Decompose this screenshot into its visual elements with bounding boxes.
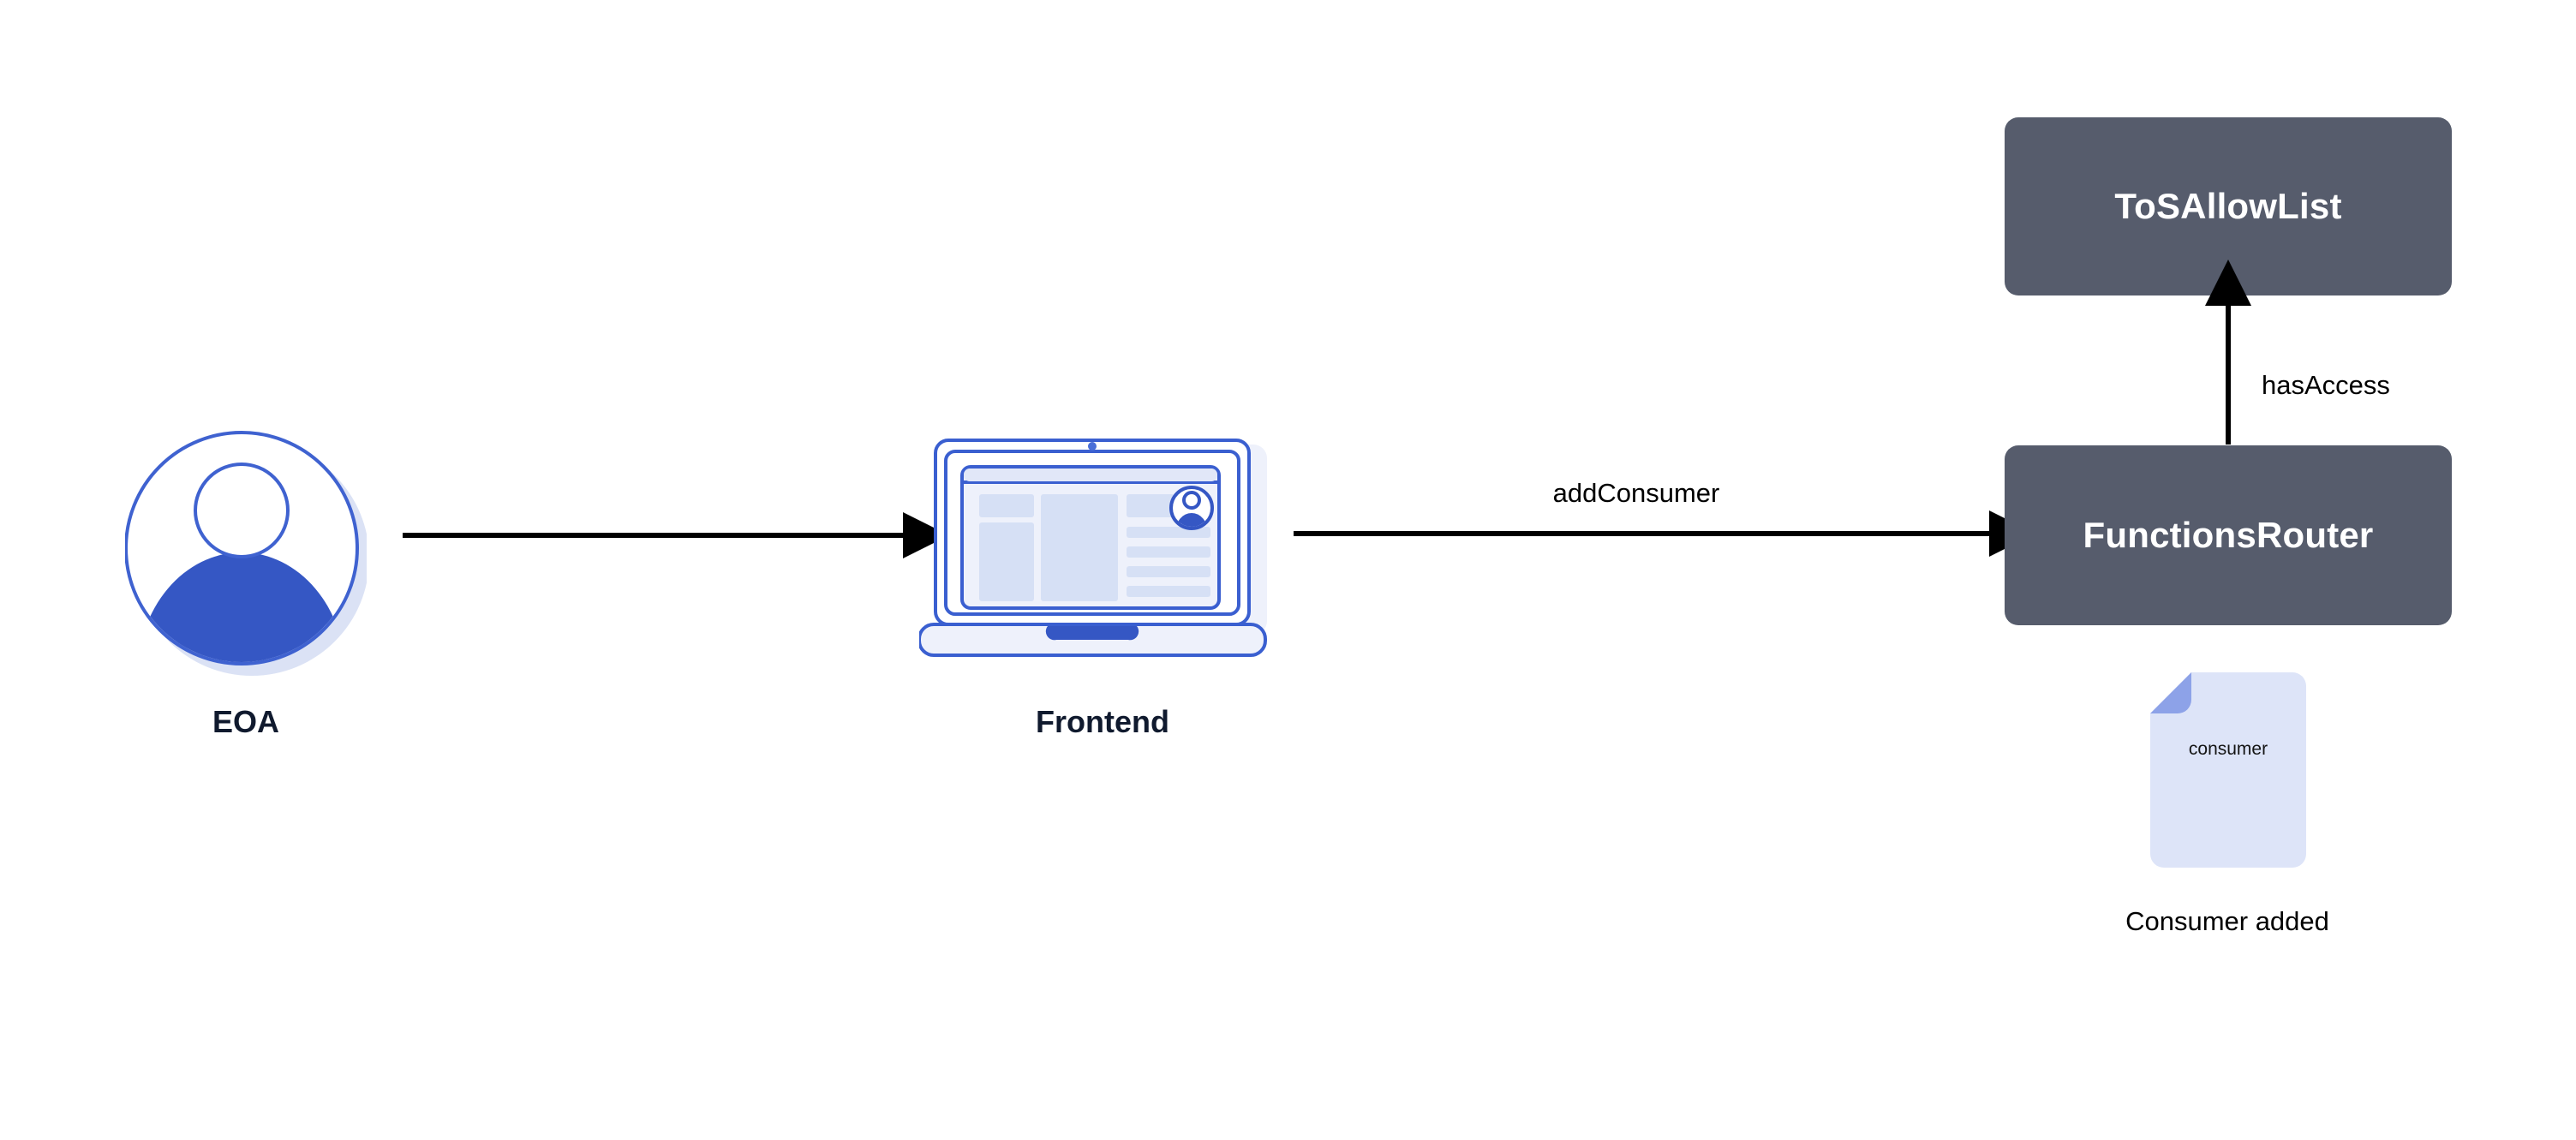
- node-tos-allow-list-label: ToSAllowList: [2114, 185, 2342, 226]
- frontend-caption: Frontend: [1036, 704, 1169, 739]
- node-functions-router[interactable]: FunctionsRouter: [2005, 445, 2452, 625]
- eoa-node[interactable]: [124, 428, 369, 677]
- node-functions-router-label: FunctionsRouter: [2083, 514, 2374, 555]
- eoa-caption: EOA: [212, 704, 279, 739]
- user-avatar-icon: [124, 431, 369, 676]
- edge-label-has-access: hasAccess: [2262, 370, 2390, 400]
- frontend-node[interactable]: [917, 433, 1286, 672]
- file-document-icon: [2150, 672, 2306, 868]
- laptop-icon: [917, 439, 1267, 657]
- file-inner-label: consumer: [2188, 739, 2268, 759]
- screen-avatar-icon: [1169, 486, 1214, 530]
- consumer-artifact[interactable]: consumer: [2150, 672, 2306, 868]
- consumer-added-caption: Consumer added: [2125, 906, 2329, 936]
- edge-label-add-consumer: addConsumer: [1552, 478, 1720, 508]
